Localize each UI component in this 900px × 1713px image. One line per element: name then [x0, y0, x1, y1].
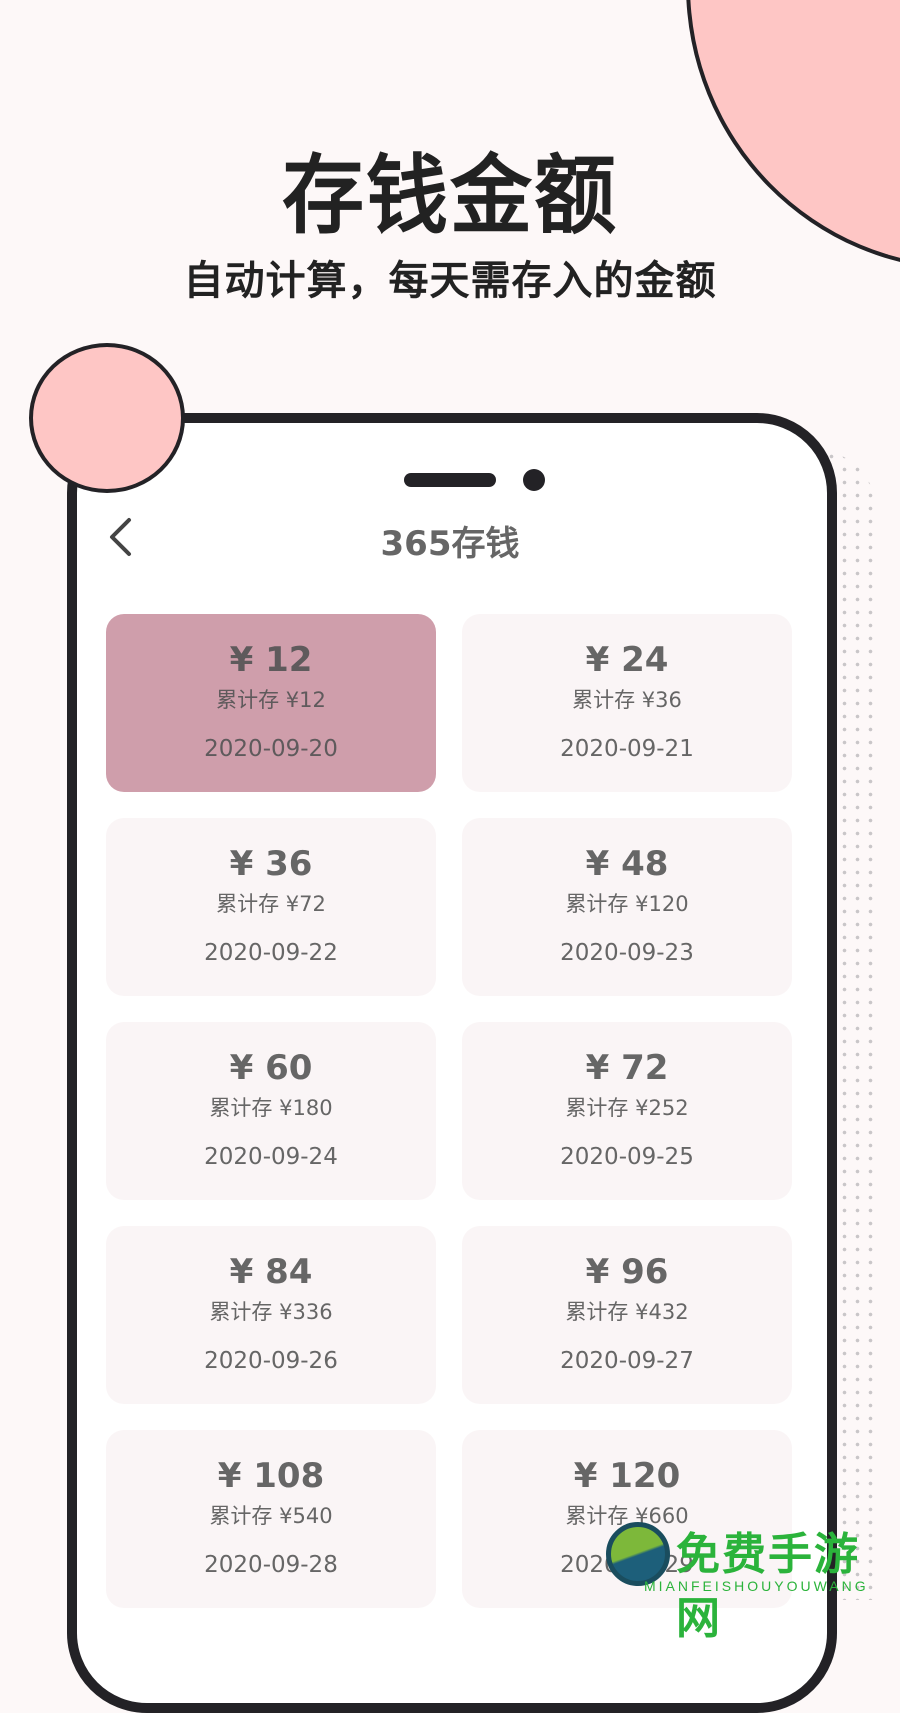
cumulative-total: 累计存 ¥180: [209, 1096, 333, 1120]
savings-card[interactable]: ¥ 96 累计存 ¥432 2020-09-27: [462, 1226, 792, 1404]
card-date: 2020-09-28: [204, 1552, 338, 1578]
savings-card[interactable]: ¥ 48 累计存 ¥120 2020-09-23: [462, 818, 792, 996]
daily-amount: ¥ 120: [573, 1456, 681, 1496]
savings-card[interactable]: ¥ 60 累计存 ¥180 2020-09-24: [106, 1022, 436, 1200]
savings-card[interactable]: ¥ 24 累计存 ¥36 2020-09-21: [462, 614, 792, 792]
card-date: 2020-09-27: [560, 1348, 694, 1374]
card-date: 2020-09-20: [204, 736, 338, 762]
card-date: 2020-09-24: [204, 1144, 338, 1170]
decorative-pink-circle-small: [29, 343, 185, 493]
card-date: 2020-09-25: [560, 1144, 694, 1170]
watermark: 免费手游网 MIANFEISHOUYOUWANG: [606, 1522, 896, 1644]
daily-amount: ¥ 36: [229, 844, 313, 884]
cumulative-total: 累计存 ¥120: [565, 892, 689, 916]
cumulative-total: 累计存 ¥336: [209, 1300, 333, 1324]
daily-amount: ¥ 96: [585, 1252, 669, 1292]
savings-card[interactable]: ¥ 72 累计存 ¥252 2020-09-25: [462, 1022, 792, 1200]
page-title: 365存钱: [380, 524, 520, 564]
cumulative-total: 累计存 ¥252: [565, 1096, 689, 1120]
cumulative-total: 累计存 ¥12: [216, 688, 326, 712]
phone-speaker: [404, 473, 496, 487]
daily-amount: ¥ 48: [585, 844, 669, 884]
phone-camera: [523, 469, 545, 491]
card-date: 2020-09-26: [204, 1348, 338, 1374]
chevron-left-icon: [107, 517, 133, 561]
watermark-logo-icon: [606, 1522, 670, 1586]
savings-card[interactable]: ¥ 12 累计存 ¥12 2020-09-20: [106, 614, 436, 792]
cumulative-total: 累计存 ¥432: [565, 1300, 689, 1324]
back-button[interactable]: [100, 514, 140, 564]
savings-card[interactable]: ¥ 36 累计存 ¥72 2020-09-22: [106, 818, 436, 996]
daily-amount: ¥ 12: [229, 640, 313, 680]
daily-amount: ¥ 108: [217, 1456, 325, 1496]
savings-card-grid: ¥ 12 累计存 ¥12 2020-09-20 ¥ 24 累计存 ¥36 202…: [106, 614, 792, 1608]
cumulative-total: 累计存 ¥36: [572, 688, 682, 712]
card-date: 2020-09-23: [560, 940, 694, 966]
card-date: 2020-09-21: [560, 736, 694, 762]
daily-amount: ¥ 72: [585, 1048, 669, 1088]
cumulative-total: 累计存 ¥72: [216, 892, 326, 916]
card-date: 2020-09-22: [204, 940, 338, 966]
hero-title: 存钱金额: [281, 146, 618, 246]
savings-card[interactable]: ¥ 84 累计存 ¥336 2020-09-26: [106, 1226, 436, 1404]
hero-subtitle: 自动计算，每天需存入的金额: [183, 258, 717, 304]
cumulative-total: 累计存 ¥540: [209, 1504, 333, 1528]
watermark-subtext: MIANFEISHOUYOUWANG: [644, 1578, 869, 1594]
daily-amount: ¥ 84: [229, 1252, 313, 1292]
daily-amount: ¥ 24: [585, 640, 669, 680]
daily-amount: ¥ 60: [229, 1048, 313, 1088]
savings-card[interactable]: ¥ 108 累计存 ¥540 2020-09-28: [106, 1430, 436, 1608]
